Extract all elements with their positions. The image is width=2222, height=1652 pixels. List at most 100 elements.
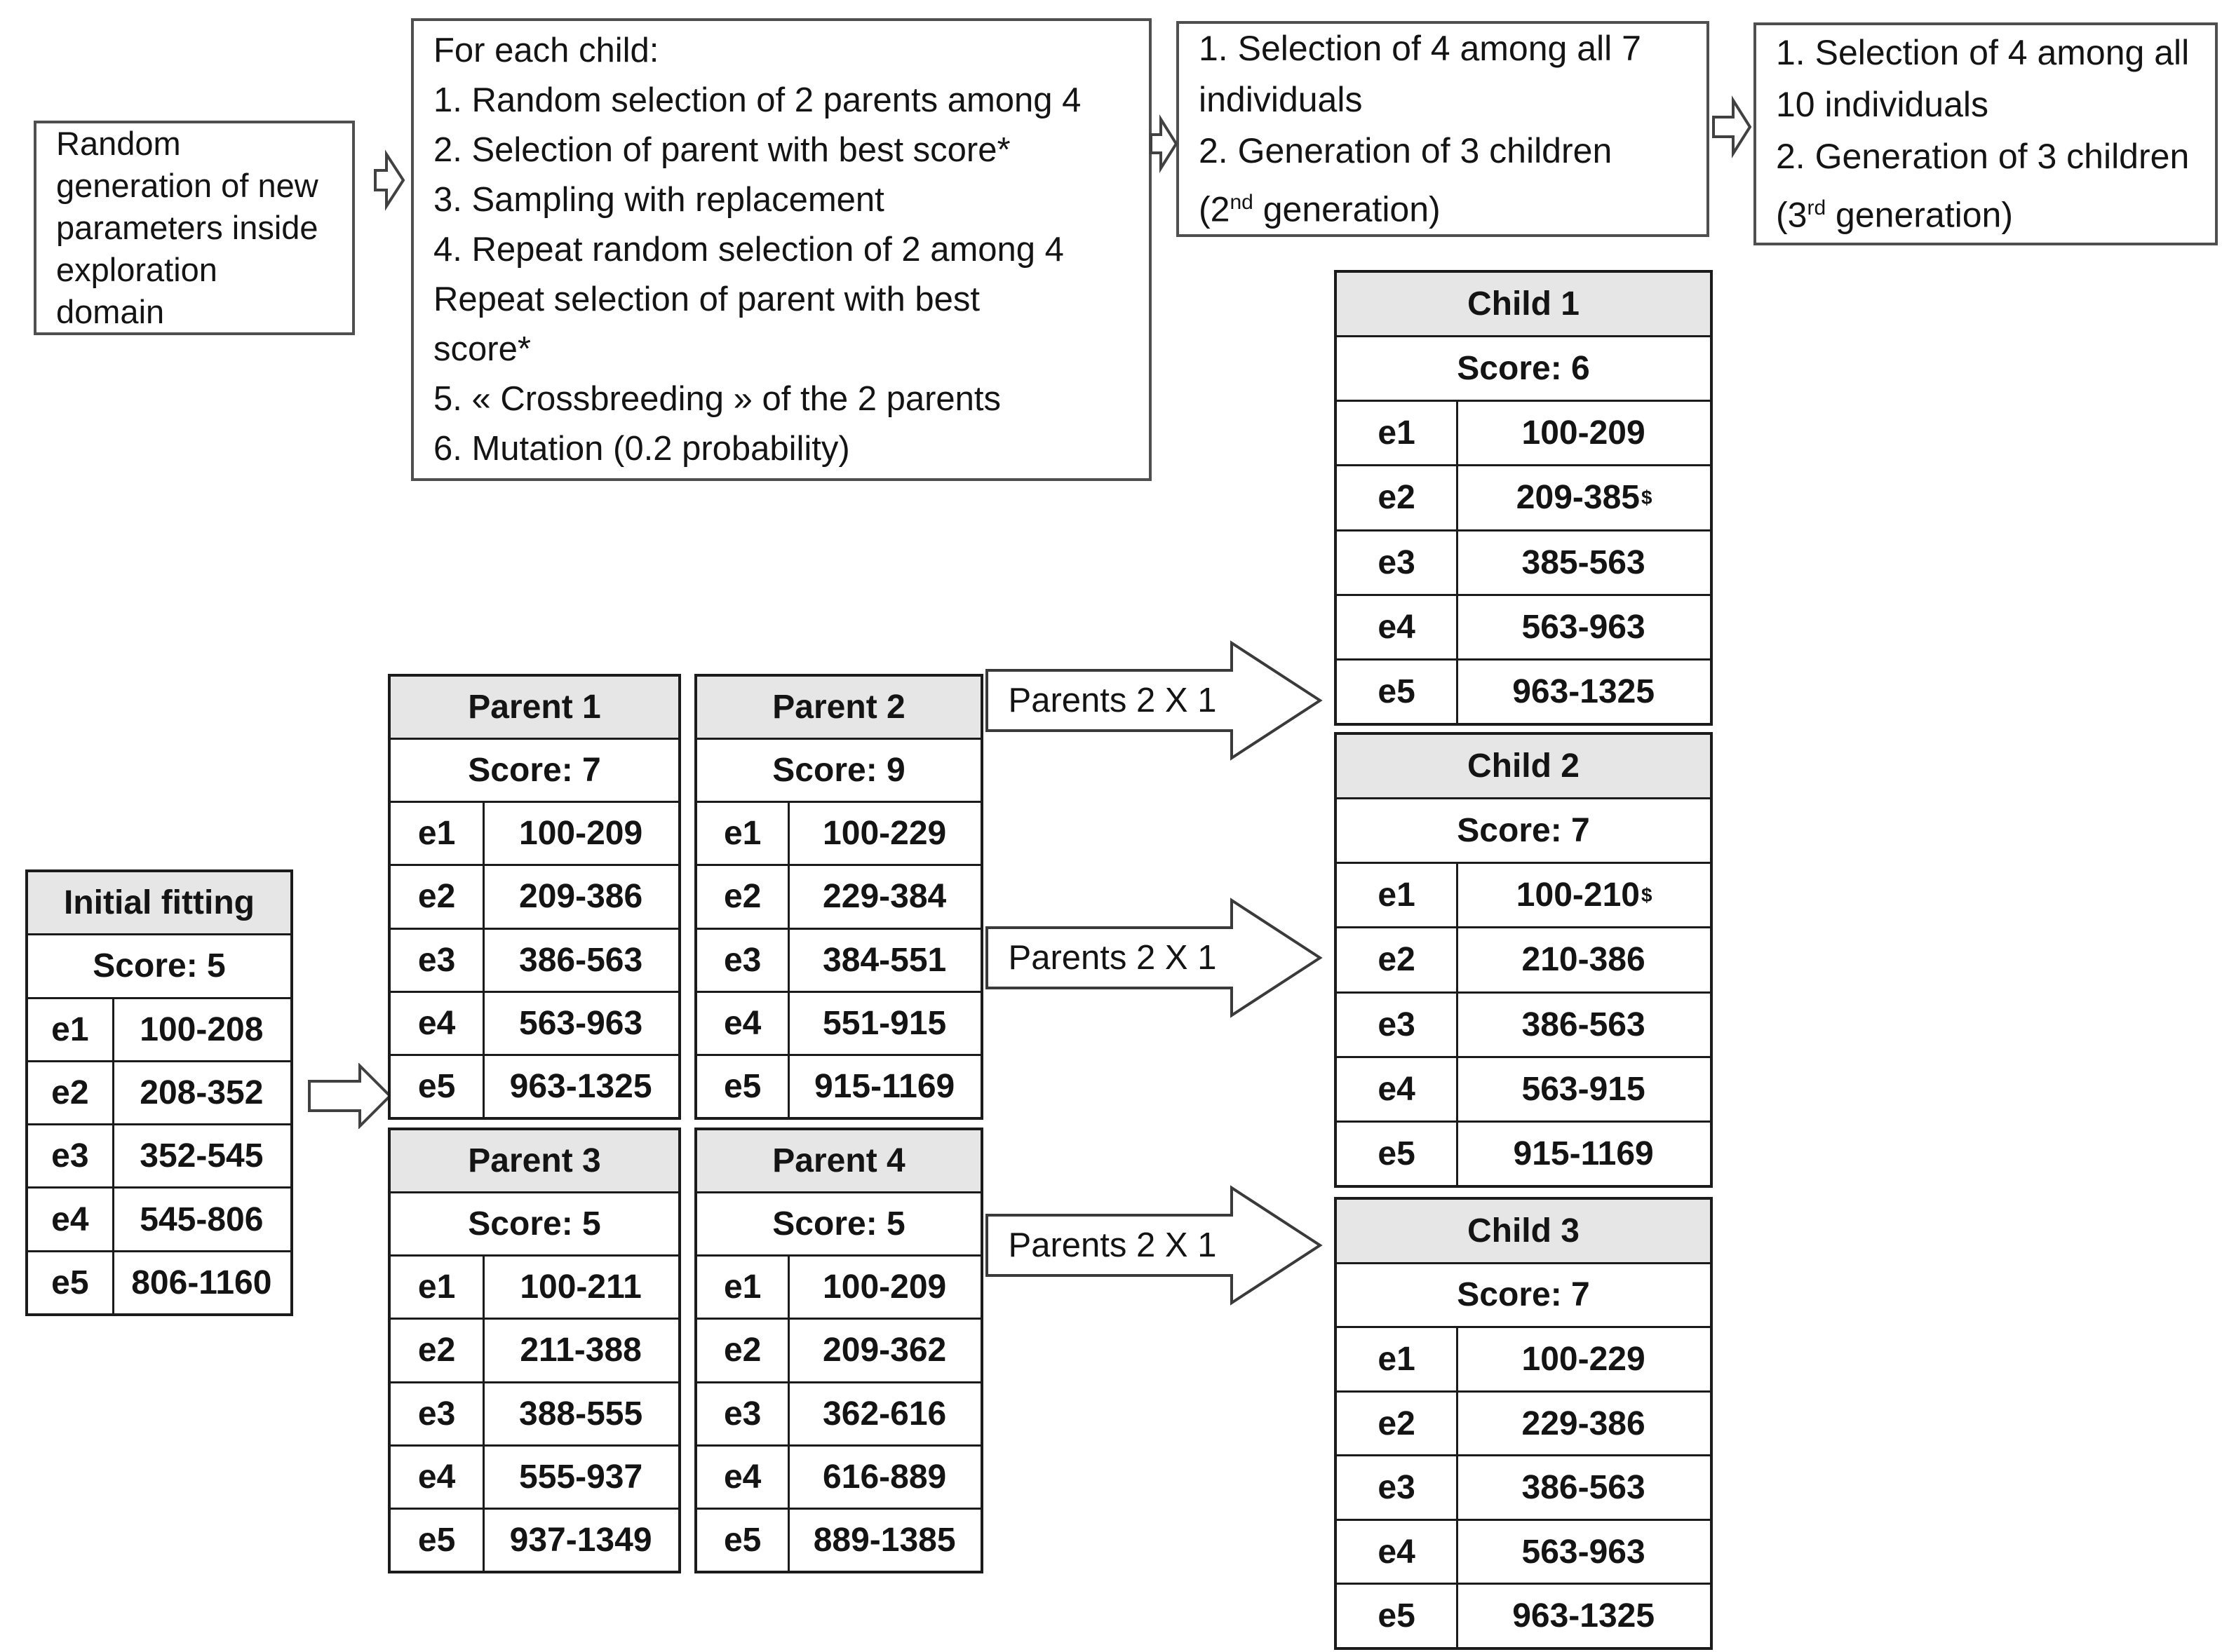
param-value: 209-386 <box>485 866 678 927</box>
param-value: 386-563 <box>1458 1456 1710 1519</box>
param-value: 551-915 <box>790 993 981 1054</box>
text-line: score* <box>433 330 531 368</box>
param-value: 210-386 <box>1458 928 1710 991</box>
value-text: 100-209 <box>823 1268 947 1306</box>
table-row: e2 209-385$ <box>1337 466 1710 532</box>
value-text: 210-386 <box>1521 941 1645 979</box>
param-label: e3 <box>1337 531 1459 594</box>
table-parent-4: Parent 4 Score: 5 e1 100-209 e2 209-362 … <box>694 1128 983 1573</box>
score-row: Score: 9 <box>697 740 981 804</box>
param-value: 209-362 <box>790 1320 981 1381</box>
value-text: 100-229 <box>823 815 947 853</box>
table-row: e3 352-545 <box>28 1125 290 1189</box>
right-arrow-icon <box>308 1062 392 1130</box>
value-text: 352-545 <box>140 1137 264 1175</box>
score-row: Score: 6 <box>1337 337 1710 402</box>
table-row: e5 915-1169 <box>1337 1122 1710 1185</box>
param-label: e4 <box>1337 1520 1459 1583</box>
param-value: 100-229 <box>1458 1328 1710 1390</box>
table-row: e4 563-963 <box>391 992 678 1056</box>
param-value: 555-937 <box>485 1447 678 1508</box>
table-row: e1 100-229 <box>1337 1328 1710 1393</box>
footnote-marker: $ <box>1641 486 1652 508</box>
right-arrow-icon <box>1150 114 1178 173</box>
table-title: Parent 4 <box>697 1130 981 1194</box>
flow-box-generation-3: 1. Selection of 4 among all 10 individua… <box>1753 22 2218 245</box>
text-line: 4. Repeat random selection of 2 among 4 <box>433 230 1064 269</box>
table-row: e5 806-1160 <box>28 1252 290 1313</box>
table-title: Child 3 <box>1337 1200 1710 1264</box>
value-text: 100-209 <box>519 815 643 853</box>
gen-label-suffix: generation) <box>1826 195 2014 235</box>
text-line: For each child: <box>433 31 659 69</box>
table-row: e2 229-386 <box>1337 1392 1710 1457</box>
param-value: 915-1169 <box>790 1056 981 1117</box>
table-row: e2 211-388 <box>391 1320 678 1383</box>
right-arrow-icon <box>1712 95 1752 158</box>
table-row: e1 100-209 <box>1337 402 1710 467</box>
arrow-label: Parents 2 X 1 <box>1008 682 1217 719</box>
param-label: e1 <box>28 998 114 1060</box>
value-text: 963-1325 <box>509 1067 652 1105</box>
text-line: 10 individuals <box>1776 85 1988 125</box>
param-label: e4 <box>697 1446 790 1508</box>
param-label: e4 <box>1337 595 1459 658</box>
table-row: e4 551-915 <box>697 992 981 1056</box>
text-line: (3rd generation) <box>1776 182 2208 241</box>
param-label: e3 <box>391 929 485 991</box>
text-line: 1. Selection of 4 among all <box>1776 33 2190 73</box>
param-label: e1 <box>391 1257 485 1318</box>
text-line: 2. Generation of 3 children <box>1776 137 2190 177</box>
value-text: 616-889 <box>823 1458 947 1496</box>
table-row: e4 563-963 <box>1337 1520 1710 1585</box>
arrow-label: Parents 2 X 1 <box>1008 1226 1217 1264</box>
block-arrow-icon <box>985 898 1323 1018</box>
param-value: 963-1325 <box>1458 661 1710 723</box>
text-line: 3. Sampling with replacement <box>433 180 884 219</box>
value-text: 100-229 <box>1521 1340 1645 1378</box>
param-value: 229-384 <box>790 866 981 927</box>
table-row: e3 386-563 <box>1337 1456 1710 1521</box>
param-label: e5 <box>391 1055 485 1117</box>
score-row: Score: 7 <box>1337 1264 1710 1329</box>
score-row: Score: 7 <box>391 740 678 804</box>
value-text: 229-386 <box>1521 1404 1645 1442</box>
param-label: e2 <box>28 1062 114 1124</box>
param-label: e2 <box>391 866 485 928</box>
param-label: e1 <box>1337 1328 1459 1390</box>
param-label: e3 <box>28 1125 114 1187</box>
ordinal-superscript: rd <box>1807 196 1826 220</box>
param-value: 563-915 <box>1458 1058 1710 1120</box>
value-text: 211-388 <box>520 1332 642 1369</box>
value-text: 915-1169 <box>1513 1135 1654 1172</box>
flow-connector-arrow-3 <box>1711 95 1752 163</box>
param-label: e4 <box>391 992 485 1054</box>
value-text: 100-211 <box>520 1268 642 1306</box>
param-label: e5 <box>1337 1122 1459 1185</box>
value-text: 386-563 <box>519 941 643 979</box>
param-label: e3 <box>391 1383 485 1444</box>
flow-box-random-generation: Random generation of new parameters insi… <box>34 121 355 335</box>
text-line: 2. Generation of 3 children <box>1199 130 1612 170</box>
table-row: e1 100-210$ <box>1337 864 1710 929</box>
value-text: 889-1385 <box>813 1521 956 1559</box>
param-value: 352-545 <box>114 1125 290 1186</box>
text-line: 1. Random selection of 2 parents among 4 <box>433 81 1082 119</box>
text-line: 5. « Crossbreeding » of the 2 parents <box>433 379 1002 418</box>
param-value: 100-209 <box>1458 402 1710 464</box>
score-row: Score: 5 <box>697 1193 981 1257</box>
table-row: e1 100-229 <box>697 803 981 867</box>
param-value: 384-551 <box>790 930 981 991</box>
param-label: e2 <box>1337 1392 1459 1455</box>
param-label: e1 <box>1337 402 1459 465</box>
initial-to-parents-arrow <box>307 1062 393 1132</box>
table-initial-fitting: Initial fitting Score: 5 e1 100-208 e2 2… <box>25 869 293 1316</box>
param-value: 100-229 <box>790 803 981 864</box>
param-value: 100-211 <box>485 1257 678 1318</box>
text-line: domain <box>56 293 165 330</box>
param-value: 963-1325 <box>485 1056 678 1117</box>
value-text: 384-551 <box>823 941 947 979</box>
param-label: e4 <box>391 1446 485 1508</box>
crossbreed-arrow-child2: Parents 2 X 1 <box>985 897 1323 1019</box>
